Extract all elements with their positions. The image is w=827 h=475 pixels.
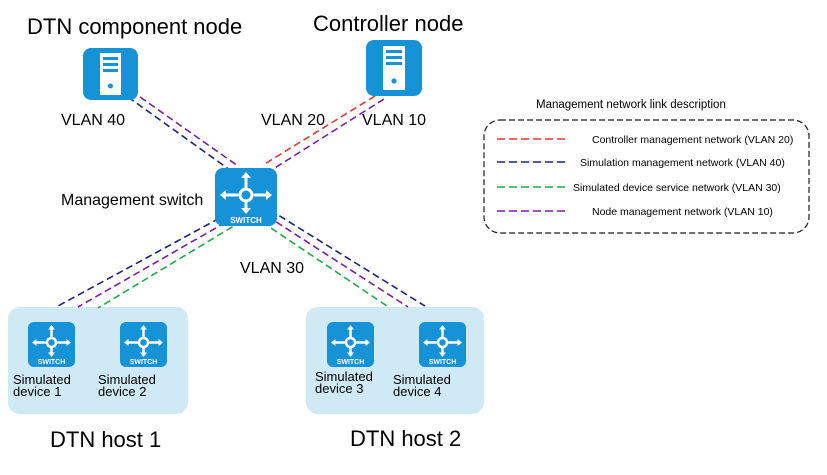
device-label-line: Simulated (13, 372, 71, 387)
legend-item-label: Simulated device service network (VLAN 3… (573, 182, 781, 194)
device-label-line: device 3 (315, 381, 363, 396)
link-switch-to-host-1 (57, 212, 243, 309)
device-label-line: Simulated (393, 372, 451, 387)
link-controller-to-switch (262, 95, 385, 172)
vlan-label: VLAN 20 (261, 112, 325, 129)
device-label-line: Simulated (315, 369, 373, 384)
switch-icon-label: SWITCH (230, 216, 262, 225)
switch-icon-label: SWITCH (38, 359, 66, 366)
switch-icon: SWITCH (28, 322, 75, 367)
switch-icon: SWITCH (419, 322, 466, 367)
link-dtn-component-to-switch (127, 96, 239, 171)
vlan-label: VLAN 40 (61, 112, 125, 129)
device-label: Simulated device 3 (315, 369, 373, 396)
legend-item-label: Controller management network (VLAN 20) (592, 134, 793, 146)
switch-icon-label: SWITCH (429, 359, 457, 366)
device-label-line: device 1 (13, 384, 61, 399)
device-label-line: device 2 (98, 384, 146, 399)
switch-icon: SWITCH (327, 322, 374, 367)
device-label: Simulated device 4 (393, 372, 451, 399)
management-switch-label: Management switch (61, 192, 203, 209)
dtn-host-2-label: DTN host 2 (350, 426, 461, 451)
switch-icon-label: SWITCH (337, 359, 365, 366)
link-switch-to-host-2 (261, 209, 426, 309)
dtn-component-node-label: DTN component node (27, 14, 242, 39)
legend: Management network link description Cont… (483, 99, 810, 234)
legend-item-label: Simulation management network (VLAN 40) (580, 157, 785, 169)
legend-title: Management network link description (536, 99, 726, 111)
server-icon (83, 48, 138, 100)
switch-icon: SWITCH (215, 168, 277, 226)
device-label: Simulated device 2 (98, 372, 156, 399)
switch-icon: SWITCH (120, 322, 167, 367)
device-label: Simulated device 1 (13, 372, 71, 399)
legend-border (483, 119, 810, 234)
switch-icon-label: SWITCH (130, 359, 158, 366)
vlan-label: VLAN 10 (362, 112, 426, 129)
device-label-line: Simulated (98, 372, 156, 387)
controller-node-label: Controller node (313, 11, 463, 36)
dtn-host-1-label: DTN host 1 (50, 427, 161, 452)
vlan-label: VLAN 30 (240, 260, 304, 277)
device-label-line: device 4 (393, 384, 441, 399)
server-icon (366, 40, 422, 96)
legend-item-label: Node management network (VLAN 10) (592, 206, 773, 218)
